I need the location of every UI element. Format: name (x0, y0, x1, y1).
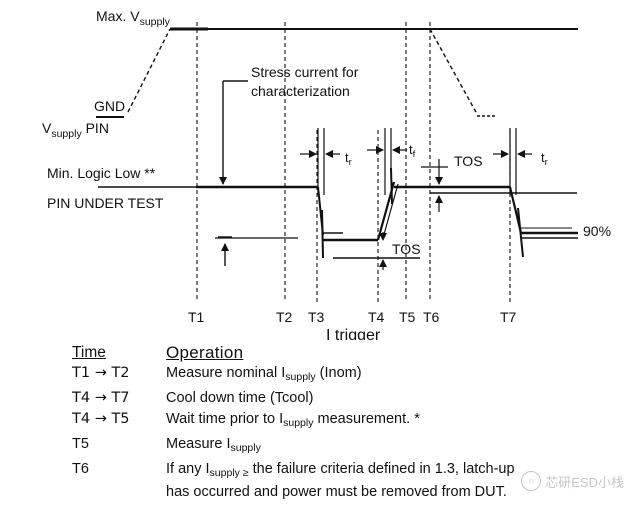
time-label-t4: T4 (368, 309, 385, 325)
legend-header: Time Operation (72, 342, 592, 363)
legend-row-operation: Cool down time (Tcool) (166, 390, 314, 406)
stress-label-line2: characterization (251, 83, 350, 99)
vsupply-pin-label: Vsupply PIN (42, 120, 109, 140)
watermark: ○ 芯研ESD小栈 (521, 471, 624, 491)
timing-ticks (300, 128, 532, 270)
time-marker-labels: T1 T2 T3 T4 T5 T6 T7 (188, 309, 517, 325)
time-label-t7: T7 (500, 309, 517, 325)
time-label-t6: T6 (423, 309, 440, 325)
legend-row-time: T4 → T7 (72, 390, 130, 406)
max-vsupply-label: Max. Vsupply (96, 8, 171, 28)
legend-continuation: has occurred and power must be removed f… (166, 484, 507, 500)
i-trigger-label: I trigger (326, 327, 381, 340)
time-label-t1: T1 (188, 309, 205, 325)
tr-right-label: tr (541, 150, 548, 168)
legend-row-time: T5 (72, 436, 89, 452)
supply-waveform (96, 27, 578, 118)
legend-row: T5 Measure Isupply (72, 434, 592, 459)
ninety-percent-label: 90% (583, 223, 611, 239)
pin-under-test-label: PIN UNDER TEST (47, 195, 164, 211)
tr-left-label: tr (345, 150, 352, 168)
time-marker-lines (196, 22, 511, 302)
stress-current-arrows (218, 80, 248, 266)
tos-upper-label: TOS (454, 153, 483, 169)
legend-row-operation: Measure Isupply (166, 436, 261, 454)
tf-label: tf (409, 142, 416, 160)
tos-lower-label: TOS (392, 241, 421, 257)
legend-row: T1 → T2 Measure nominal Isupply (Inom) (72, 363, 592, 388)
legend-row-time: T4 → T5 (72, 411, 130, 427)
legend-row: T4 → T7 Cool down time (Tcool) (72, 388, 592, 409)
gnd-label: GND (94, 98, 125, 114)
stress-label-line1: Stress current for (251, 64, 359, 80)
watermark-text: 芯研ESD小栈 (545, 474, 624, 490)
wechat-icon: ○ (521, 471, 542, 491)
legend-row-time: T1 → T2 (72, 365, 130, 381)
time-label-t5: T5 (399, 309, 416, 325)
legend-row-time: T6 (72, 461, 89, 477)
min-logic-low-label: Min. Logic Low ** (47, 165, 156, 181)
pin-waveform (98, 167, 578, 259)
legend-header-time: Time (72, 344, 106, 361)
legend-header-operation: Operation (166, 343, 244, 362)
time-label-t3: T3 (308, 309, 325, 325)
latch-up-timing-diagram: Max. Vsupply GND Vsupply PIN Stress curr… (42, 8, 611, 340)
legend-row-operation: Wait time prior to Isupply measurement. … (166, 411, 420, 429)
time-label-t2: T2 (276, 309, 293, 325)
legend-row-operation: If any Isupply ≥ the failure criteria de… (166, 461, 515, 479)
legend-row: T4 → T5 Wait time prior to Isupply measu… (72, 409, 592, 434)
legend-row-operation: Measure nominal Isupply (Inom) (166, 365, 362, 383)
legend-row: T6 If any Isupply ≥ the failure criteria… (72, 459, 592, 484)
operation-legend: Time Operation T1 → T2 Measure nominal I… (72, 342, 592, 503)
